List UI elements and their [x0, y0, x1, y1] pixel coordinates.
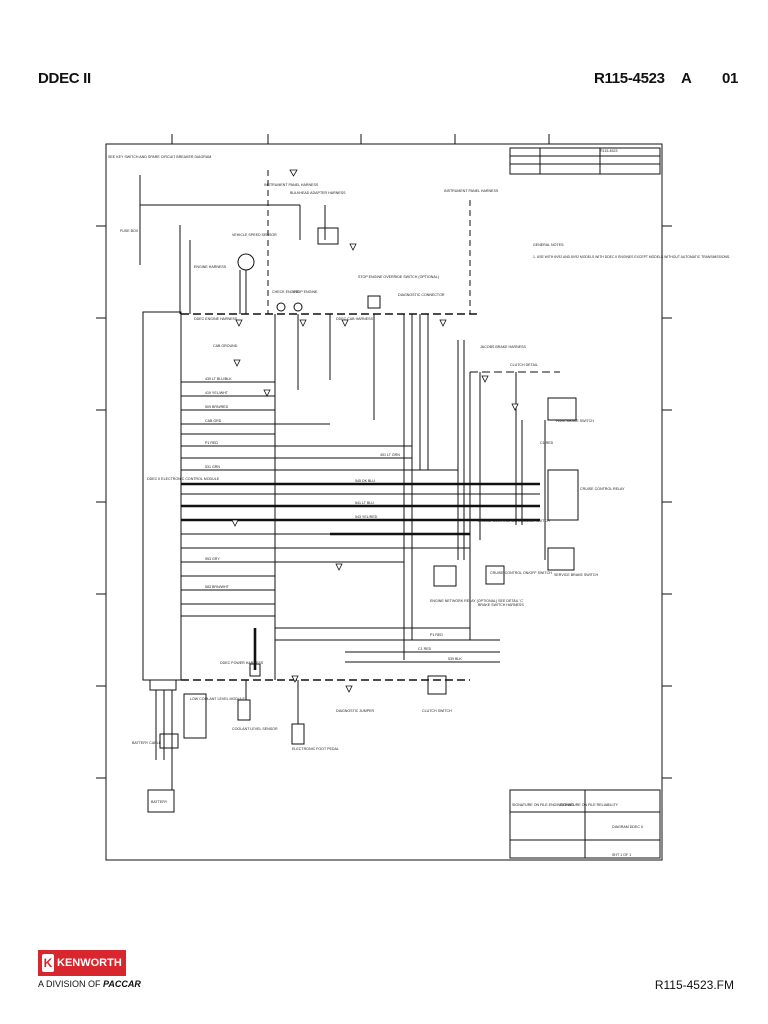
wire-label: 545 DK BLU: [355, 479, 375, 483]
service-brake-switch-symbol: [547, 547, 575, 571]
footer-file-name: R115-4523.FM: [654, 978, 734, 992]
diagram-border: [105, 143, 663, 861]
engine-network-relay-symbol: [433, 565, 457, 587]
diagnostic-connector-label: DIAGNOSTIC CONNECTOR: [398, 293, 445, 297]
wire-label: 439 LT BLU/BLK: [205, 377, 232, 381]
fuse-holder: [317, 227, 339, 245]
wire-label: 543 YEL/RED: [355, 515, 378, 519]
clutch-switch-symbol: [427, 675, 447, 695]
electronic-foot-pedal-symbol: [291, 723, 305, 745]
clutch-detail-label: CLUTCH DETAIL: [510, 363, 538, 367]
diagnostic-jumper-label: DIAGNOSTIC JUMPER: [336, 709, 375, 713]
wire-label: C1 RED: [540, 441, 554, 445]
general-notes-item: 1. USE WITH 6V92 AND 8V92 MODELS WITH DD…: [533, 255, 730, 259]
stop-engine-override-label: STOP ENGINE OVERRIDE SWITCH (OPTIONAL): [358, 275, 439, 279]
wire-label: 539 BLK: [448, 657, 462, 661]
title-block-sheet: SHT 1 OF 1: [612, 853, 631, 857]
vehicle-speed-sensor-symbol: [237, 253, 255, 271]
instrument-panel-harness-label-2: INSTRUMENT PANEL HARNESS: [444, 189, 499, 193]
engine-harness-label: ENGINE HARNESS: [194, 265, 227, 269]
cruise-on-off-switch-symbol: [485, 565, 505, 585]
stop-engine-label: STOP ENGINE: [293, 290, 318, 294]
general-notes-title: GENERAL NOTES:: [533, 243, 564, 247]
power-relay-symbol: [159, 733, 179, 749]
revision-block: [509, 147, 661, 175]
wire-label: 451 LT GRN: [380, 453, 400, 457]
wire-label: 541 LT BLU: [355, 501, 374, 505]
battery-symbol: [147, 789, 175, 813]
wire-label: 419 YEL/WHT: [205, 391, 229, 395]
bulkhead-adapter-label: BULKHEAD ADAPTER HARNESS: [290, 191, 346, 195]
wire-label: 531 GRN: [205, 465, 220, 469]
fuse-box-label: FUSE BOX: [120, 229, 139, 233]
vehicle-speed-sensor-label: VEHICLE SPEED SENSOR: [232, 233, 277, 237]
clutch-switch-label: CLUTCH SWITCH: [422, 709, 452, 713]
instrument-panel-harness-label: INSTRUMENT PANEL HARNESS: [264, 183, 319, 187]
document-number: R115-4523: [594, 70, 665, 87]
wire-label: C1 RED: [418, 647, 432, 651]
title-block-diagram: DIAGRAM DDEC II: [612, 825, 643, 829]
wire-label: 509 BRN/RED: [205, 405, 229, 409]
coolant-level-sensor-label: COOLANT LEVEL SENSOR: [232, 727, 278, 731]
cab-harness-label: DDEC CAB HARNESS: [336, 317, 374, 321]
park-brake-switch-symbol: [547, 397, 577, 421]
brake-switch-harness-label: BRAKE SWITCH HARNESS: [478, 603, 524, 607]
service-brake-switch-label: SERVICE BRAKE SWITCH: [554, 573, 598, 577]
electronic-foot-pedal-label: ELECTRONIC FOOT PEDAL: [292, 747, 339, 751]
check-engine-label: CHECK ENGINE: [272, 290, 300, 294]
battery-label: BATTERY: [151, 800, 168, 804]
wire-label: P1 RED: [205, 441, 218, 445]
title-block-engineering: SIGNATURE ON FILE ENGINEERING: [512, 803, 574, 807]
power-harness-label: DDEC POWER HARNESS: [220, 661, 264, 665]
wire-label: 583 BRN/WHT: [205, 585, 230, 589]
sheet-number: 01: [722, 70, 739, 87]
wire-label: P1 RED: [430, 633, 443, 637]
coolant-level-sensor-symbol: [237, 699, 251, 721]
battery-cable-label: BATTERY CABLE: [132, 741, 162, 745]
ref-top-right: R115-4523: [600, 149, 618, 153]
cab-ground-label: CAB GROUND: [213, 344, 238, 348]
ddec-engine-harness-label: DDEC ENGINE HARNESS: [194, 317, 238, 321]
cruise-on-off-label: CRUISE CONTROL ON/OFF SWITCH: [490, 571, 552, 575]
revision-letter: A: [681, 70, 692, 87]
kenworth-emblem-icon: K: [42, 954, 54, 972]
low-coolant-label: LOW COOLANT LEVEL MODULE: [190, 697, 246, 701]
ecm-box: [142, 311, 182, 681]
cruise-control-relay-label: CRUISE CONTROL RELAY: [580, 487, 625, 491]
key-switch-label: SEE KEY SWITCH AND SPARE CIRCUIT BREAKER…: [108, 155, 211, 159]
low-coolant-module-symbol: [183, 693, 207, 739]
wire-label: CAB GRD: [205, 419, 222, 423]
document-title: DDEC II: [38, 70, 91, 87]
park-brake-switch-label: PARK BRAKE SWITCH: [556, 419, 594, 423]
cruise-control-relay-symbol: [547, 469, 579, 521]
ecm-label: DDEC II ELECTRONIC CONTROL MODULE: [147, 477, 220, 481]
jacobs-brake-harness-label: JACOBS BRAKE HARNESS: [480, 345, 527, 349]
cruise-control-switch-label: CRUISE CONTROL SET/RESUME SWITCH: [478, 519, 550, 523]
engine-network-relay-label: ENGINE NETWORK RELAY (OPTIONAL) SEE DETA…: [430, 599, 524, 603]
wire-label: 953 GRY: [205, 557, 220, 561]
title-block-reliability: SIGNATURE ON FILE RELIABILITY: [560, 803, 619, 807]
